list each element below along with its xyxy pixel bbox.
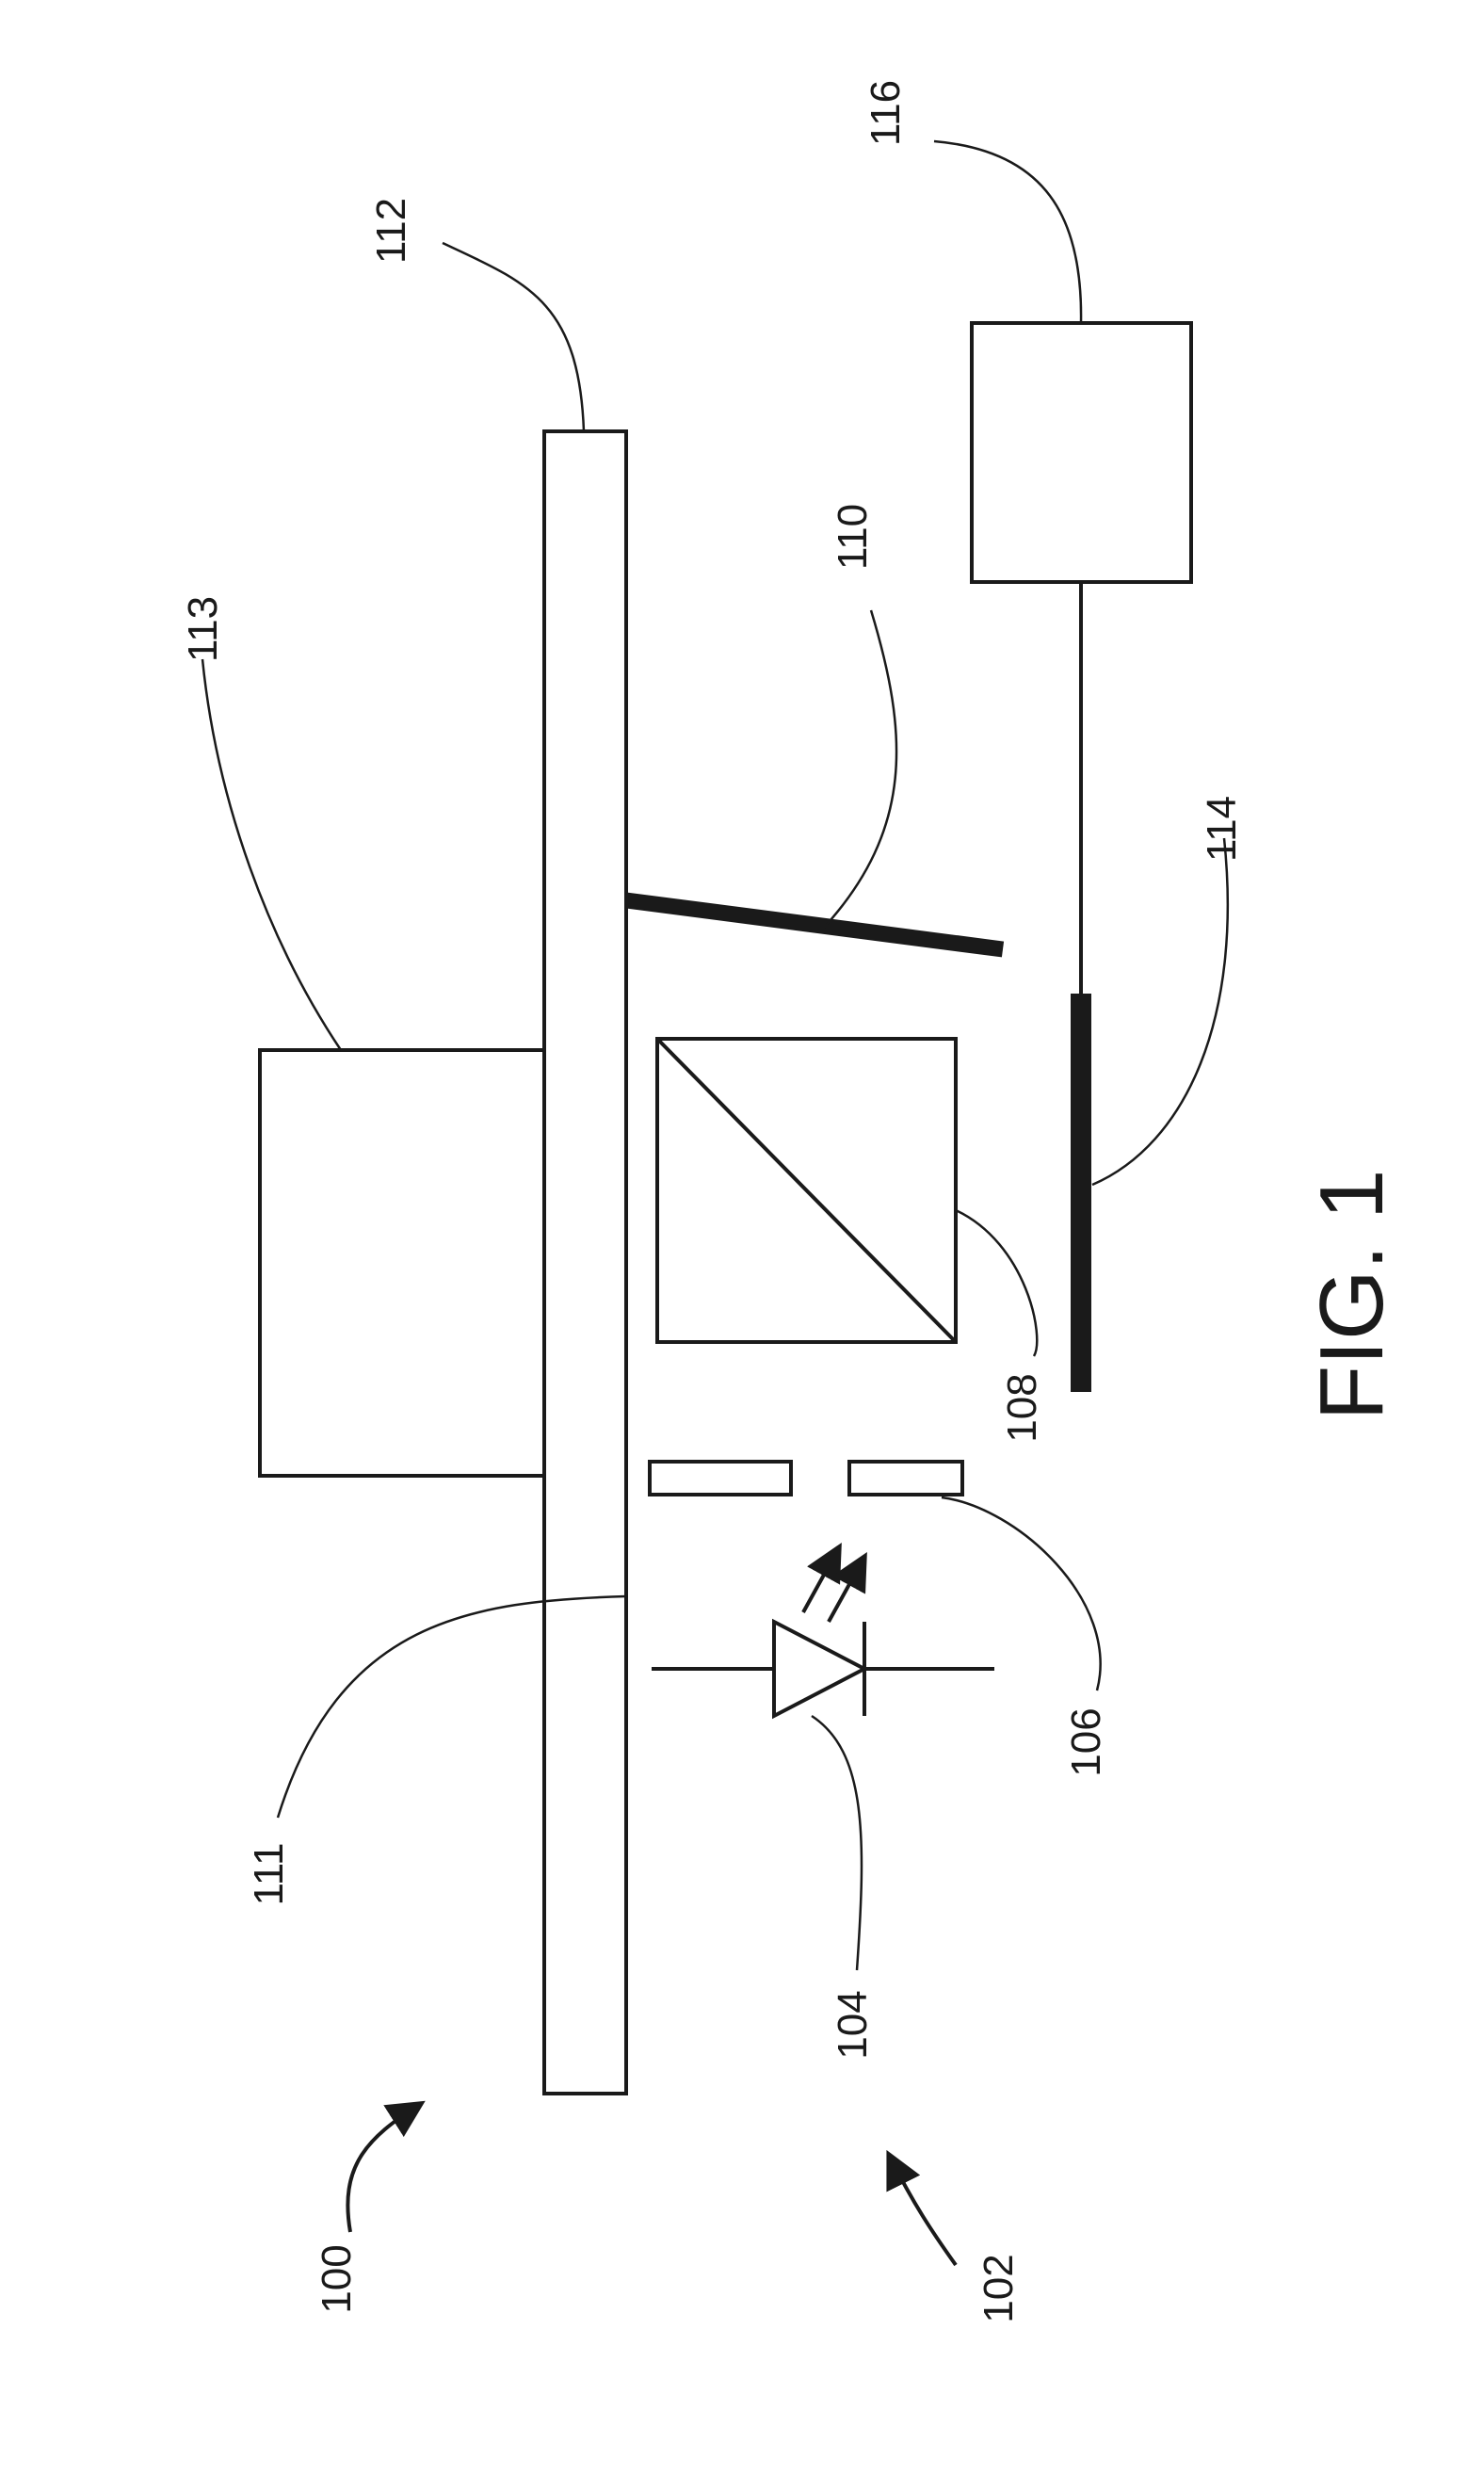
mirror-bar xyxy=(626,900,1003,949)
substrate-plate xyxy=(544,431,626,2094)
label-112: 112 xyxy=(368,198,414,264)
leader-110 xyxy=(824,610,896,928)
aperture-slit-left xyxy=(650,1462,791,1495)
label-116: 116 xyxy=(863,80,909,146)
label-110: 110 xyxy=(830,504,876,570)
label-113: 113 xyxy=(180,596,226,662)
arrow-102 xyxy=(890,2157,956,2265)
leader-104 xyxy=(812,1716,862,1970)
leader-113 xyxy=(202,659,341,1050)
leader-114 xyxy=(1092,838,1228,1185)
arrow-100 xyxy=(347,2105,419,2232)
label-104: 104 xyxy=(830,1990,876,2059)
label-108: 108 xyxy=(999,1373,1045,1442)
light-emitting-diode xyxy=(652,1549,994,1716)
label-114: 114 xyxy=(1199,796,1245,862)
leader-106 xyxy=(942,1497,1101,1690)
aperture-slit-right xyxy=(849,1462,962,1495)
label-106: 106 xyxy=(1063,1707,1109,1776)
label-102: 102 xyxy=(976,2254,1022,2322)
housing-block xyxy=(260,1050,544,1476)
label-100: 100 xyxy=(314,2244,360,2313)
label-111: 111 xyxy=(246,1843,292,1906)
beam-splitter-cube xyxy=(657,1039,956,1342)
processor-box xyxy=(972,323,1191,582)
leader-116 xyxy=(934,141,1081,323)
figure-title: FIG. 1 xyxy=(1301,1170,1402,1421)
leader-112 xyxy=(443,243,584,431)
leader-108 xyxy=(956,1210,1037,1356)
